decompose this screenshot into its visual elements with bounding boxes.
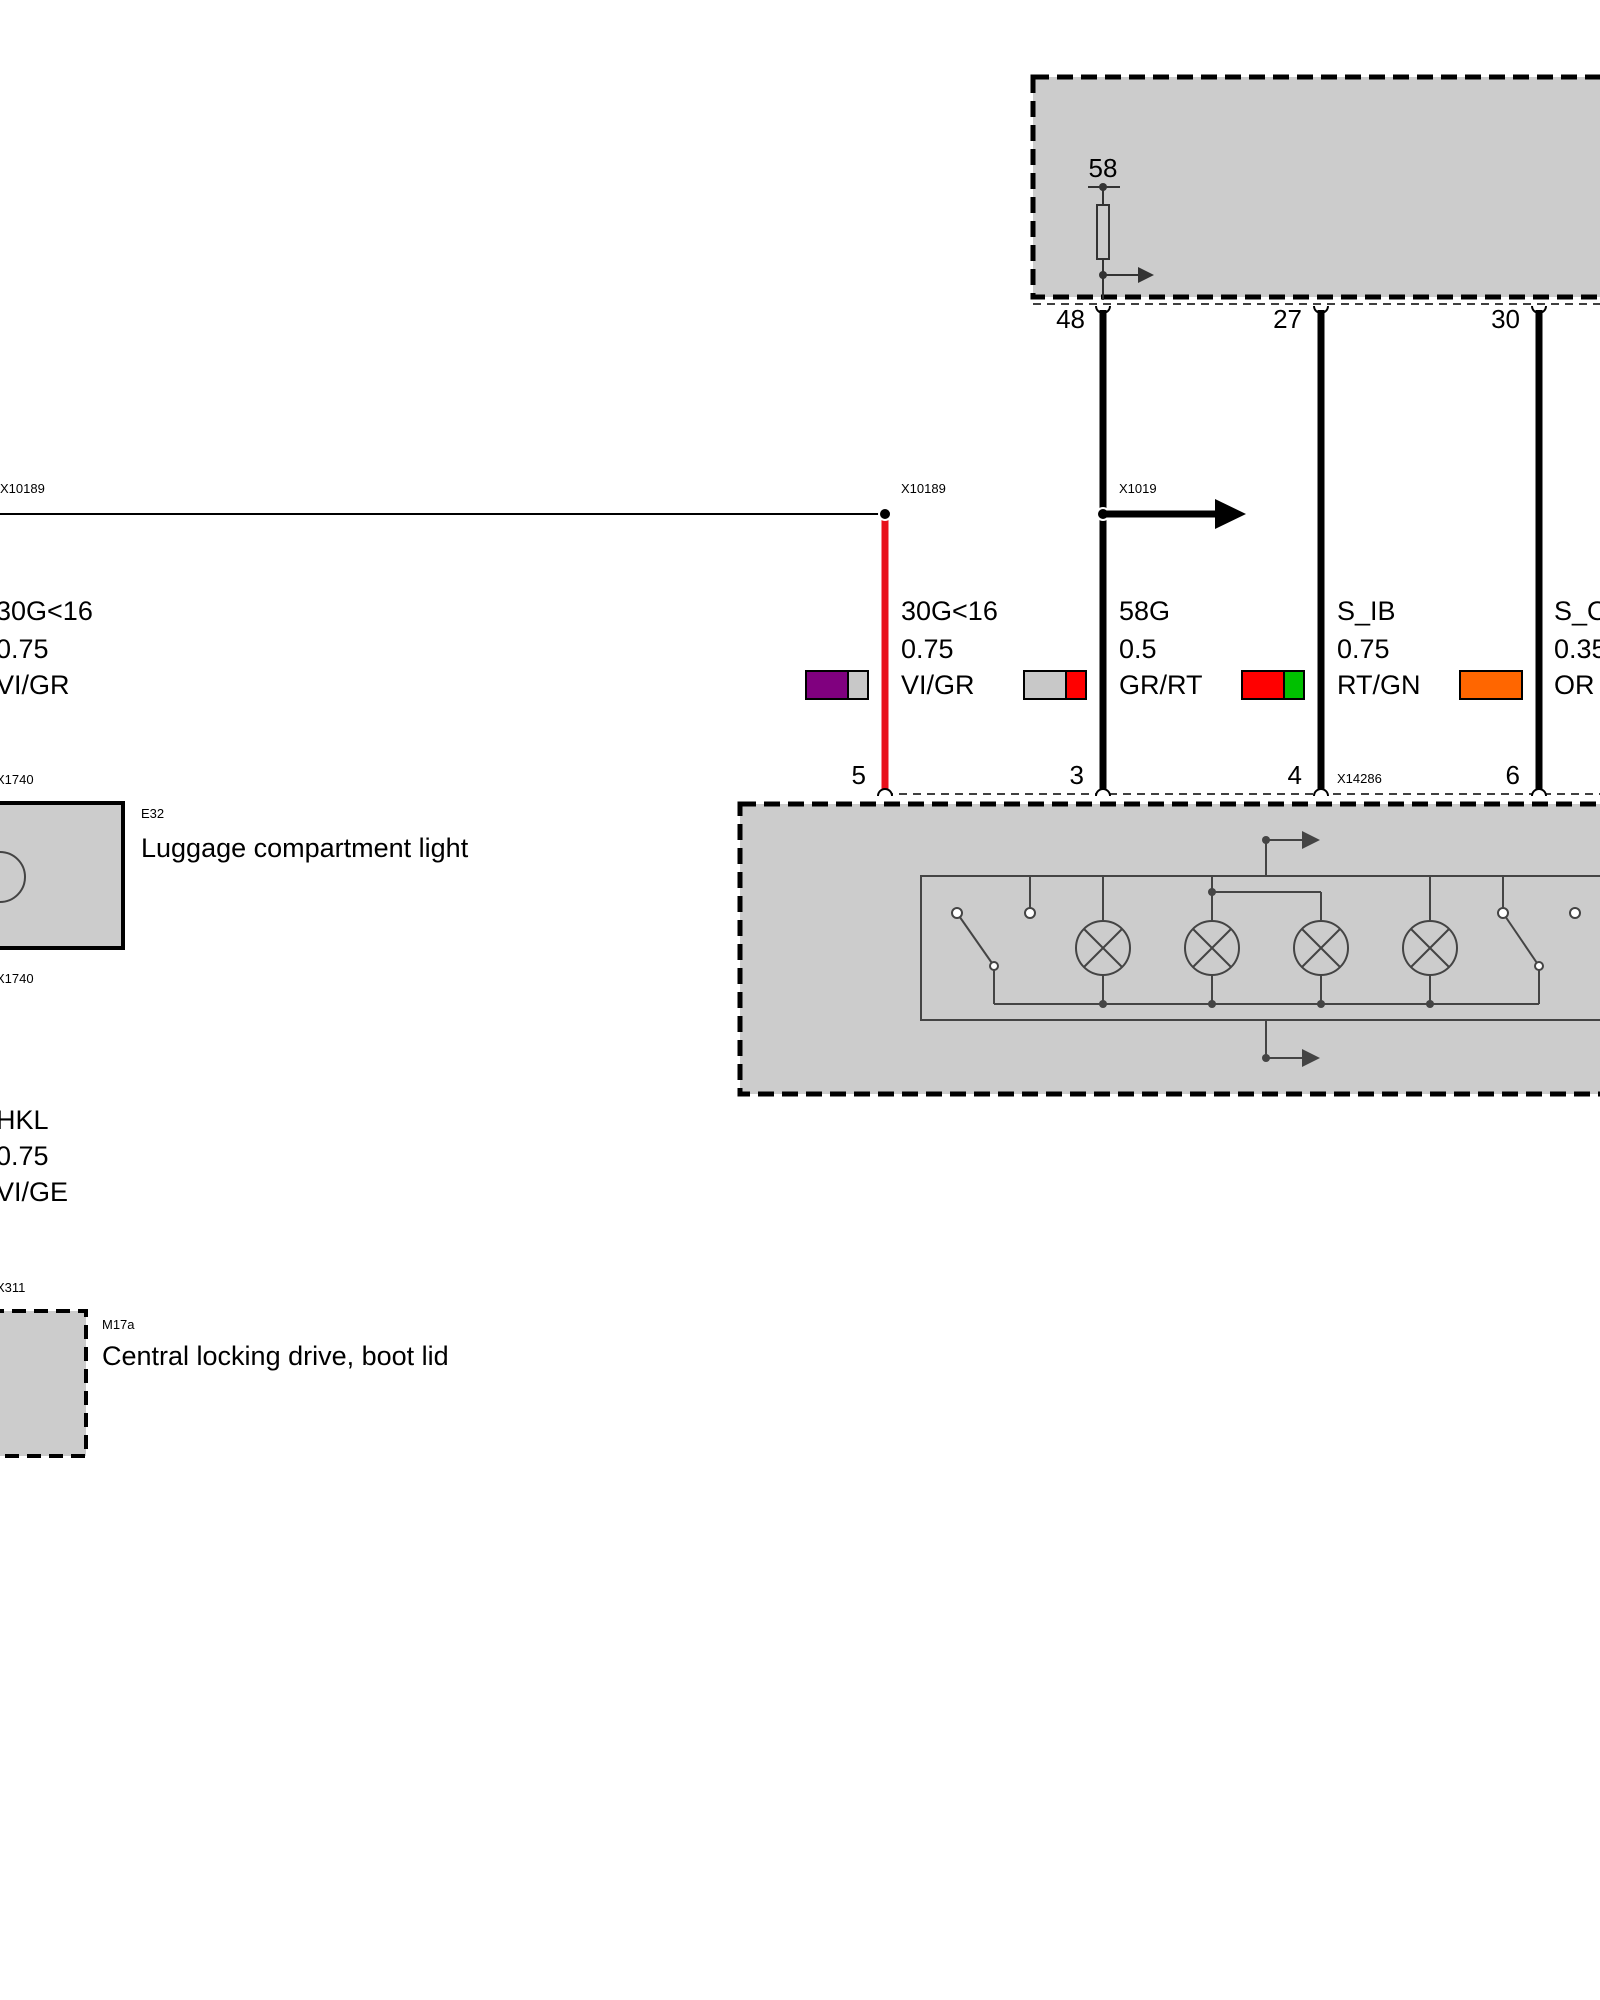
connector-x311: X311 [0,1280,25,1295]
svg-text:VI/GE: VI/GE [0,1177,68,1207]
connector-x14286: X14286 [1337,771,1382,786]
e32-component-box [0,801,125,950]
wire-label-s-ib: S_IB 0.75 RT/GN [1337,596,1421,700]
lamp-icon [1402,920,1458,976]
switch-lamp-node [1208,888,1216,896]
color-swatch-vi-gr [805,670,869,700]
socket-3 [1095,788,1111,797]
wire-label-left-hkl: HKL 0.75 VI/GE [0,1105,68,1207]
e32-name: Luggage compartment light [141,833,469,863]
switch-circuit [920,839,1600,1059]
svg-text:RT/GN: RT/GN [1337,670,1421,700]
svg-text:0.75: 0.75 [1337,634,1390,664]
pin-30-label: 30 [1491,304,1520,334]
bus-nodes [1099,1000,1434,1008]
socket-4 [1313,788,1329,797]
svg-text:58G: 58G [1119,596,1170,626]
color-swatch-gr-rt [1023,670,1087,700]
svg-text:S_IB: S_IB [1337,596,1396,626]
pin-27-label: 27 [1273,304,1302,334]
socket-6 [1531,788,1547,797]
pin-58-label: 58 [1089,153,1118,183]
connector-x10189-right: X10189 [901,481,946,496]
switch-top-arrow-icon [1302,831,1320,849]
switch-bottom-arrow-icon [1302,1049,1320,1067]
svg-text:HKL: HKL [0,1105,49,1135]
color-swatch-or [1459,670,1523,700]
svg-text:0.5: 0.5 [1119,634,1157,664]
pin-3-label: 3 [1070,760,1084,790]
lamp-icon [1293,920,1349,976]
internal-arrow-icon [1138,267,1154,283]
connector-x1019: X1019 [1119,481,1157,496]
connector-x10189-left: X10189 [0,481,45,496]
wire-label-left-30g: 30G<16 0.75 VI/GR [0,596,93,700]
svg-text:S_O: S_O [1554,596,1600,626]
lamp-icon [1075,920,1131,976]
svg-text:OR: OR [1554,670,1595,700]
svg-text:VI/GR: VI/GR [901,670,975,700]
pin-4-label: 4 [1288,760,1302,790]
svg-text:0.35: 0.35 [1554,634,1600,664]
x1019-arrow-icon [1215,499,1246,529]
pin-6-label: 6 [1506,760,1520,790]
switch-block-box [737,801,1600,1097]
wire-label-30g: 30G<16 0.75 VI/GR [901,596,998,700]
resistor-symbol [1096,204,1110,260]
svg-text:30G<16: 30G<16 [901,596,998,626]
switch-bottom-node [1262,1054,1270,1062]
svg-text:0.75: 0.75 [901,634,954,664]
splice-x10189 [878,507,892,521]
wire-label-s-o: S_O 0.35 OR [1554,596,1600,700]
m17a-code: M17a [102,1317,135,1332]
pin-48-label: 48 [1056,304,1085,334]
lamp-icon [1184,920,1240,976]
switch-contacts [951,907,1581,971]
connector-x1740-top: X1740 [0,772,34,787]
control-module-box [1030,74,1600,300]
e32-lamp-icon [0,851,26,903]
color-swatch-rt-gn [1241,670,1305,700]
e32-code: E32 [141,806,164,821]
m17a-component-box [0,1309,88,1458]
svg-text:0.75: 0.75 [0,1141,49,1171]
svg-text:VI/GR: VI/GR [0,670,70,700]
wire-label-58g: 58G 0.5 GR/RT [1119,596,1203,700]
pin-5-label: 5 [852,760,866,790]
switch-top-node [1262,836,1270,844]
svg-text:30G<16: 30G<16 [0,596,93,626]
svg-text:GR/RT: GR/RT [1119,670,1203,700]
svg-text:0.75: 0.75 [0,634,49,664]
socket-5 [877,788,893,797]
m17a-name: Central locking drive, boot lid [102,1341,449,1371]
connector-x1740-bottom: X1740 [0,971,34,986]
